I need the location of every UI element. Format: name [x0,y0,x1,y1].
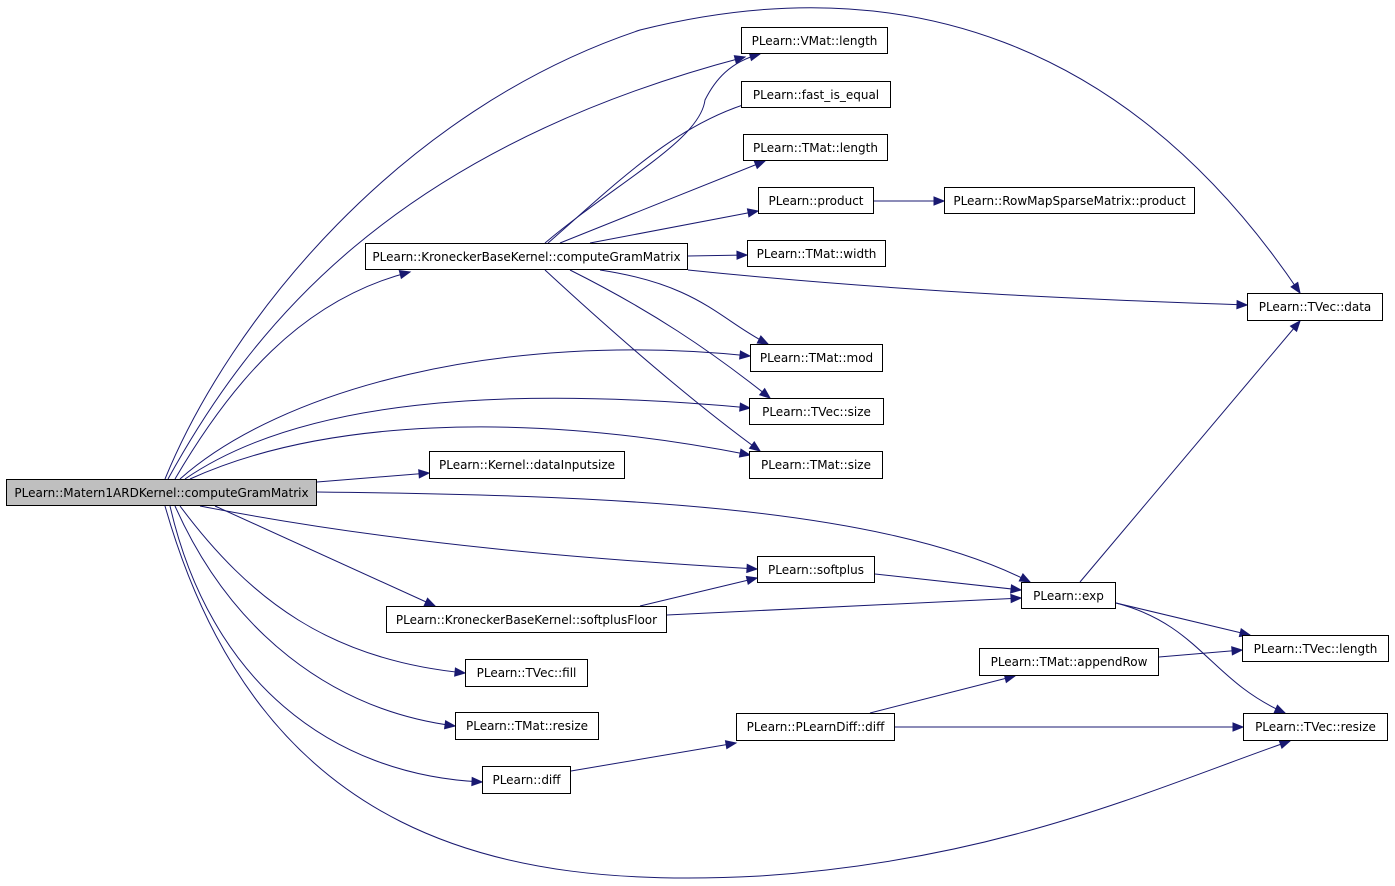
node-kron-compute[interactable]: PLearn::KroneckerBaseKernel::computeGram… [365,243,688,270]
edge-kron-compute-to-tvec-data [687,269,1249,310]
node-product[interactable]: PLearn::product [758,187,874,214]
node-plearndiff-diff[interactable]: PLearn::PLearnDiff::diff [736,713,895,741]
edge-root-to-tvec-fill [179,505,467,677]
node-tmat-width[interactable]: PLearn::TMat::width [747,240,886,267]
edge-root-to-kron-compute [174,269,412,480]
edge-kron-compute-to-tmat-length [559,160,767,244]
edge-arrowhead [746,563,759,574]
edge-arrowhead [733,55,747,65]
edge-root-to-diff [169,505,484,787]
edge-arrowhead [753,160,767,170]
edge-arrowhead [1231,646,1244,656]
edge-root-to-softplus [199,505,759,574]
edge-kron-compute-to-product [589,208,760,244]
node-fast-is-equal[interactable]: PLearn::fast_is_equal [741,81,891,108]
edge-arrowhead [1018,572,1032,583]
node-tmat-size[interactable]: PLearn::TMat::size [749,451,883,479]
node-tmat-length[interactable]: PLearn::TMat::length [743,134,888,161]
edge-root-to-tmat-mod [179,349,752,480]
edge-arrowhead [739,402,752,412]
edge-arrowhead [739,350,752,360]
edge-arrowhead [758,387,772,399]
edge-arrowhead [756,335,770,345]
edge-root-to-vmat-length [167,55,747,480]
node-softplus[interactable]: PLearn::softplus [757,556,875,583]
node-tmat-appendrow[interactable]: PLearn::TMat::appendRow [979,648,1159,676]
edge-arrowhead [736,250,749,260]
edge-arrowhead [1010,584,1023,594]
edge-kron-compute-to-tmat-size [544,269,762,452]
node-tvec-length[interactable]: PLearn::TVec::length [1242,635,1389,662]
node-exp[interactable]: PLearn::exp [1021,582,1116,609]
edge-exp-to-tvec-data [1079,319,1301,583]
edge-arrowhead [1289,319,1301,333]
node-vmat-length[interactable]: PLearn::VMat::length [741,27,888,54]
edge-arrowhead [1010,593,1023,604]
node-tvec-resize[interactable]: PLearn::TVec::resize [1243,713,1388,741]
node-root: PLearn::Matern1ARDKernel::computeGramMat… [6,479,317,506]
edge-arrowhead [1278,739,1292,749]
edge-softplus-floor-to-softplus [639,575,759,607]
edge-arrowhead [746,208,760,218]
node-kernel-datainputsize[interactable]: PLearn::Kernel::dataInputsize [429,451,625,479]
edge-plearndiff-diff-to-tmat-appendrow [869,674,1017,714]
edge-plearndiff-diff-to-tvec-resize [895,722,1245,732]
edge-arrowhead [1236,299,1249,310]
edge-kron-compute-to-tmat-mod [599,269,770,345]
node-tvec-size[interactable]: PLearn::TVec::size [749,398,884,425]
node-tmat-resize[interactable]: PLearn::TMat::resize [455,712,599,740]
edge-softplus-to-exp [874,573,1023,594]
edge-arrowhead [454,667,467,677]
edge-arrowhead [1290,281,1301,295]
edge-arrowhead [1232,722,1245,732]
edge-root-to-tvec-size [184,397,752,480]
edge-kron-compute-to-fast-is-equal [547,97,762,244]
edge-root-to-exp [316,491,1032,583]
edge-arrowhead [748,440,762,452]
edge-arrowhead [471,776,484,787]
node-softplus-floor[interactable]: PLearn::KroneckerBaseKernel::softplusFlo… [386,606,667,633]
edge-arrowhead [724,740,738,750]
edge-root-to-tmat-resize [174,505,457,730]
node-tmat-mod[interactable]: PLearn::TMat::mod [750,344,883,372]
edge-arrowhead [443,719,457,730]
edge-root-to-softplus-floor [214,505,437,607]
edge-kron-compute-to-vmat-length [544,52,762,244]
edge-softplus-floor-to-exp [666,593,1023,616]
edge-root-to-tvec-data [164,7,1301,480]
edge-arrowhead [745,575,759,586]
edge-arrowhead [418,469,431,479]
edge-root-to-tvec-resize [164,505,1292,879]
edge-arrowhead [738,448,752,458]
edge-root-to-tmat-size [189,426,752,480]
edge-arrowhead [398,269,412,280]
node-tvec-fill[interactable]: PLearn::TVec::fill [465,659,588,687]
edge-tmat-appendrow-to-tvec-length [1158,646,1244,658]
node-rowmap-product[interactable]: PLearn::RowMapSparseMatrix::product [944,187,1195,214]
edge-arrowhead [423,597,437,607]
node-tvec-data[interactable]: PLearn::TVec::data [1247,293,1383,321]
edge-root-to-kernel-datainputsize [316,469,431,483]
edge-arrowhead [933,196,946,206]
edge-exp-to-tvec-resize [1115,602,1287,714]
edge-kron-compute-to-tmat-width [687,250,749,260]
edge-exp-to-tvec-length [1115,602,1252,638]
edge-kron-compute-to-tvec-size [569,269,772,399]
edge-arrowhead [1273,704,1287,714]
node-diff[interactable]: PLearn::diff [482,766,571,794]
edge-product-to-rowmap-product [874,196,946,206]
edge-diff-to-plearndiff-diff [570,740,738,772]
